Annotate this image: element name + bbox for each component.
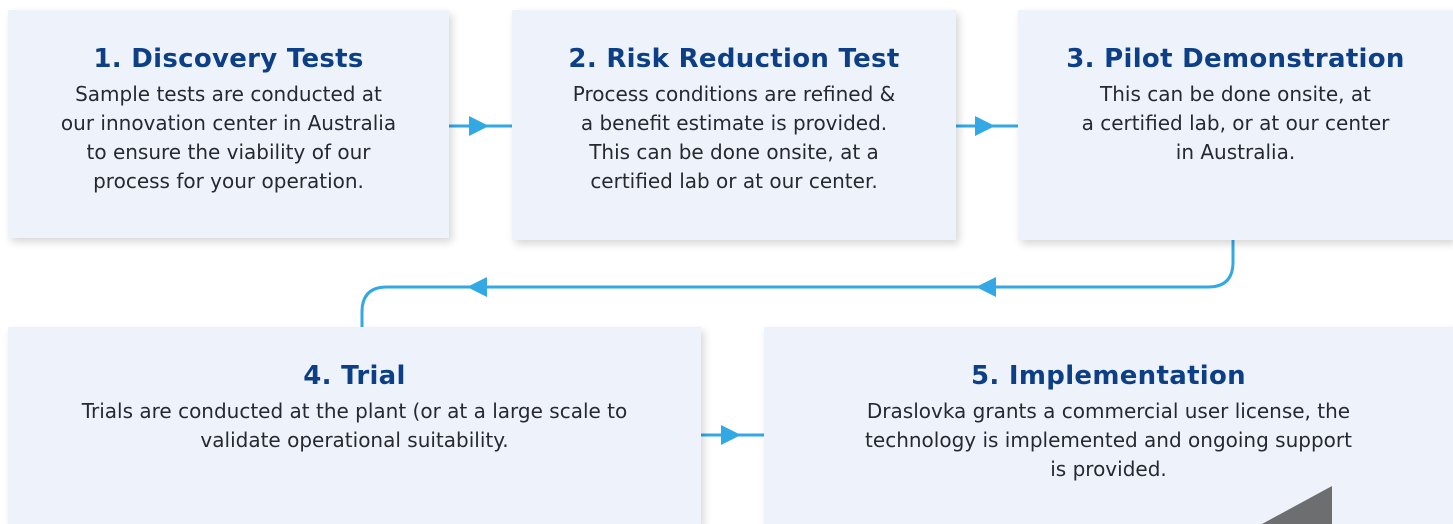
- step-pilot-demonstration: 3. Pilot Demonstration This can be done …: [1018, 10, 1453, 240]
- step-risk-reduction-test: 2. Risk Reduction Test Process condition…: [512, 10, 956, 240]
- step-description: Process conditions are refined & a benef…: [524, 80, 944, 196]
- step-description-line: Trials are conducted at the plant (or at…: [81, 399, 628, 423]
- step-description-line: our innovation center in Australia: [60, 111, 397, 135]
- arrowhead-3-to-4-b: [467, 277, 487, 297]
- step-description: Trials are conducted at the plant (or at…: [20, 397, 690, 455]
- step-description: Sample tests are conducted at our innova…: [19, 80, 439, 196]
- step-implementation: 5. Implementation Draslovka grants a com…: [764, 327, 1453, 524]
- step-trial: 4. Trial Trials are conducted at the pla…: [8, 327, 701, 524]
- step-description: This can be done onsite, at a certified …: [1036, 80, 1436, 167]
- step-description: Draslovka grants a commercial user licen…: [789, 397, 1429, 484]
- step-description-line: certified lab or at our center.: [590, 169, 878, 193]
- step-description-line: This can be done onsite, at a: [589, 140, 879, 164]
- arrowhead-1-to-2: [469, 116, 489, 136]
- step-description-line: in Australia.: [1175, 140, 1296, 164]
- arrowhead-4-to-5: [721, 425, 741, 445]
- step-description-line: a benefit estimate is provided.: [580, 111, 888, 135]
- step-description-line: Draslovka grants a commercial user licen…: [866, 399, 1351, 423]
- step-title: 1. Discovery Tests: [93, 44, 364, 74]
- step-title: 2. Risk Reduction Test: [568, 44, 900, 74]
- step-description-line: Sample tests are conducted at: [75, 82, 382, 106]
- step-description-line: a certified lab, or at our center: [1081, 111, 1390, 135]
- step-description-line: Process conditions are refined &: [572, 82, 896, 106]
- step-title: 3. Pilot Demonstration: [1066, 44, 1405, 74]
- step-title: 4. Trial: [303, 361, 406, 391]
- step-description-line: is provided.: [1050, 457, 1167, 481]
- step-description-line: process for your operation.: [93, 169, 364, 193]
- step-description-line: This can be done onsite, at: [1100, 82, 1371, 106]
- step-description-line: to ensure the viability of our: [86, 140, 371, 164]
- step-discovery-tests: 1. Discovery Tests Sample tests are cond…: [8, 10, 449, 238]
- connector-3-to-4: [360, 240, 1235, 327]
- step-description-line: technology is implemented and ongoing su…: [865, 428, 1352, 452]
- step-description-line: validate operational suitability.: [200, 428, 509, 452]
- arrowhead-3-to-4-a: [976, 277, 996, 297]
- arrowhead-2-to-3: [975, 116, 995, 136]
- decorative-photo-corner: [1262, 486, 1332, 524]
- step-title: 5. Implementation: [971, 361, 1246, 391]
